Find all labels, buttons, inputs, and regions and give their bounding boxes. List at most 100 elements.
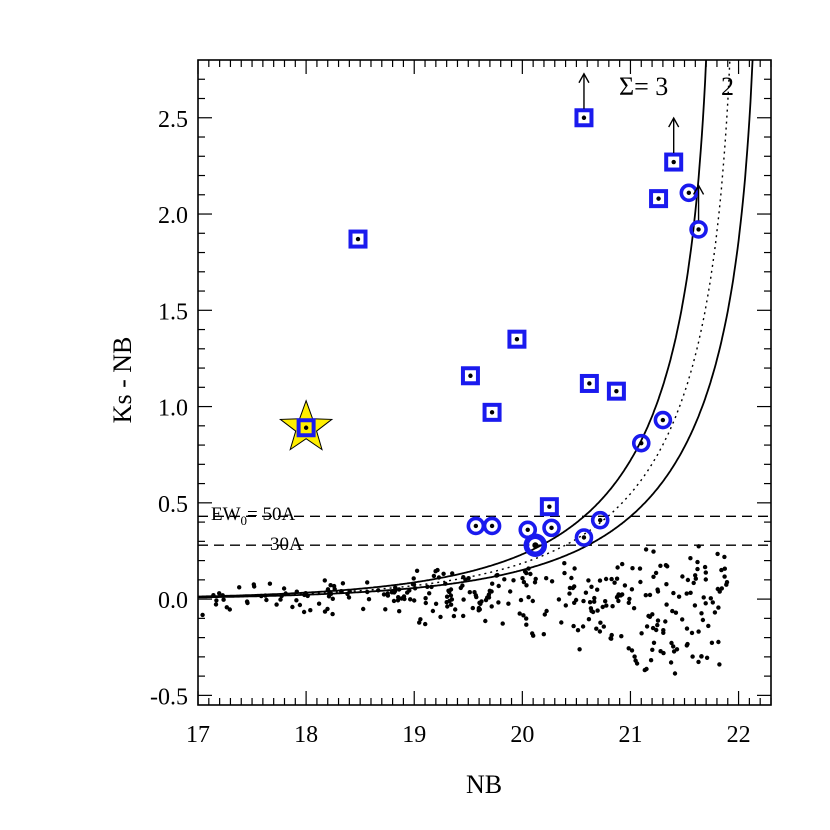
field-point <box>684 643 689 648</box>
field-point <box>573 597 579 603</box>
field-point <box>661 630 666 635</box>
field-point <box>722 574 727 579</box>
circle-marker-dot <box>581 535 587 540</box>
field-point <box>592 599 597 604</box>
field-point <box>648 658 654 663</box>
field-point <box>431 573 437 579</box>
field-point <box>214 598 219 603</box>
field-point <box>330 611 335 617</box>
field-point <box>506 601 511 606</box>
field-point <box>500 621 505 626</box>
field-point <box>581 598 586 604</box>
field-point <box>589 608 594 614</box>
field-point <box>695 559 700 565</box>
field-point <box>326 594 332 599</box>
field-point <box>724 580 730 585</box>
field-point <box>430 608 436 614</box>
field-point <box>417 620 422 625</box>
field-point <box>259 593 264 599</box>
field-point <box>696 659 701 665</box>
field-point <box>339 589 344 594</box>
field-point <box>461 613 466 619</box>
circle-marker <box>631 433 651 453</box>
field-point <box>549 579 555 584</box>
circle-marker <box>542 518 561 538</box>
field-point <box>609 576 614 582</box>
field-point <box>716 639 721 645</box>
ew-50a-label-rest: = 50A <box>247 504 295 525</box>
field-point <box>245 600 250 606</box>
field-point <box>221 597 226 602</box>
field-point <box>408 597 413 602</box>
field-point <box>524 616 529 621</box>
y-tick-label: 1.0 <box>158 396 188 422</box>
field-point <box>217 591 222 596</box>
field-point <box>427 591 432 596</box>
field-point <box>614 576 620 581</box>
square-marker <box>348 229 368 249</box>
field-point <box>524 583 529 588</box>
field-point <box>448 593 454 598</box>
field-point <box>524 570 529 576</box>
field-point <box>423 621 428 627</box>
y-tick-label: 0.0 <box>158 588 188 614</box>
field-point <box>470 605 475 611</box>
field-point <box>689 630 695 636</box>
field-point <box>668 660 674 665</box>
field-point <box>684 626 690 631</box>
field-point <box>322 609 328 614</box>
field-point <box>696 544 701 549</box>
field-point <box>615 565 620 570</box>
field-point <box>647 592 653 598</box>
ew-50a-label: EW0= 50A <box>211 504 296 528</box>
upper-limit-arrowhead <box>578 72 590 84</box>
y-axis-title: Ks - NB <box>108 337 137 424</box>
field-point <box>717 589 722 594</box>
field-point <box>701 595 706 600</box>
field-point <box>567 591 572 596</box>
field-point <box>690 654 695 659</box>
circle-marker-dot <box>696 227 701 232</box>
field-point <box>722 566 727 571</box>
field-point <box>695 566 700 572</box>
field-point <box>653 570 659 576</box>
field-point <box>366 597 372 602</box>
field-point <box>385 593 391 598</box>
field-point <box>664 582 669 587</box>
field-point <box>294 589 299 594</box>
field-point <box>414 568 420 573</box>
field-point <box>496 600 501 605</box>
square-marker <box>664 152 684 172</box>
field-point <box>600 604 605 610</box>
field-point <box>650 647 655 652</box>
y-tick-label: -0.5 <box>150 684 188 710</box>
field-point <box>619 634 624 639</box>
field-point <box>583 590 589 595</box>
field-point <box>637 566 643 571</box>
field-point <box>450 571 455 576</box>
field-point <box>532 580 538 585</box>
field-point <box>520 576 525 581</box>
y-tick-label: 0.5 <box>158 492 188 518</box>
field-point <box>597 578 603 583</box>
field-point <box>722 554 727 560</box>
field-point <box>702 564 708 570</box>
model-curves <box>198 59 754 599</box>
square-marker <box>579 373 599 393</box>
field-point <box>595 608 600 613</box>
field-point <box>586 617 592 622</box>
square-marker <box>649 189 669 209</box>
background-points <box>200 542 730 676</box>
field-point <box>655 622 660 628</box>
field-point <box>433 601 439 606</box>
square-marker-dot <box>671 159 676 165</box>
field-point <box>411 582 417 587</box>
field-point <box>448 602 454 607</box>
field-point <box>533 576 538 582</box>
circle-marker <box>574 528 594 547</box>
field-point <box>391 598 397 604</box>
field-point <box>263 593 268 598</box>
field-point <box>706 623 711 629</box>
field-point <box>483 618 488 624</box>
upper-limit-arrowhead <box>692 183 705 195</box>
